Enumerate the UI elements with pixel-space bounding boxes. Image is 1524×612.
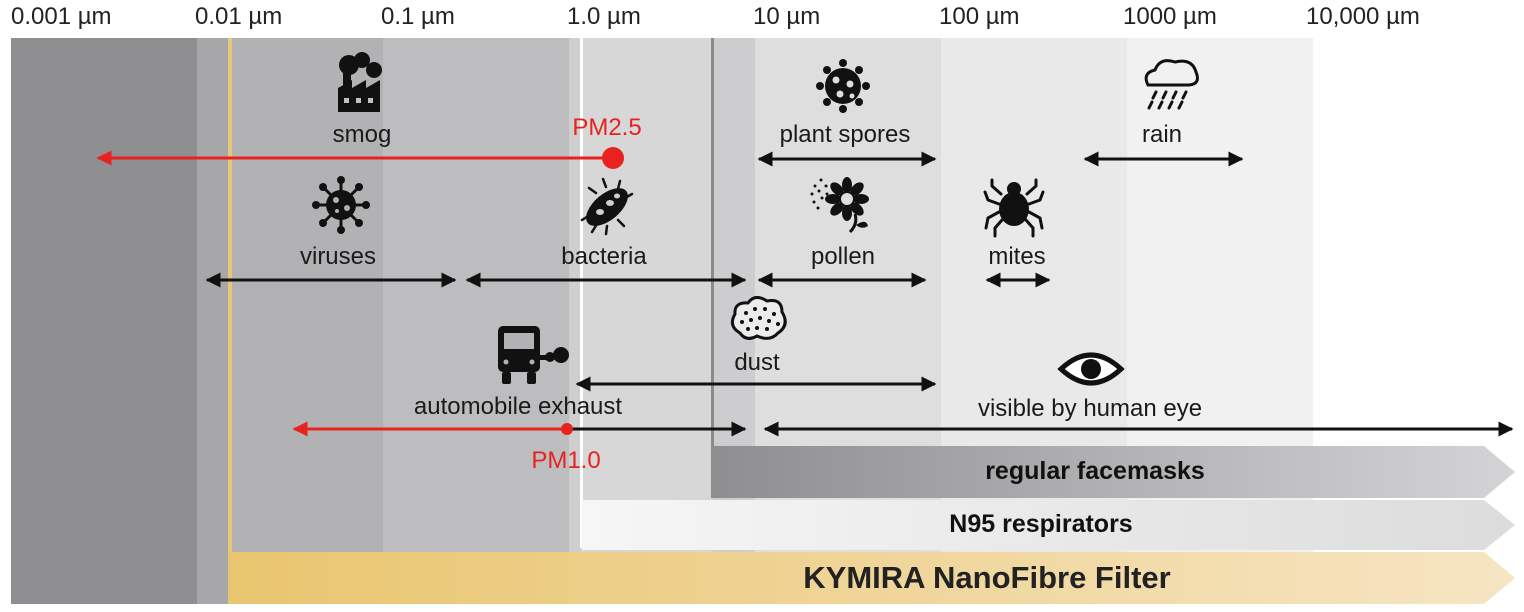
zone-01 [383, 38, 569, 604]
n95-band [582, 500, 1515, 550]
regular-facemasks-label: regular facemasks [985, 457, 1205, 485]
virus-icon [312, 176, 370, 234]
zone-0001 [11, 38, 197, 604]
kymira-limit-line [228, 38, 232, 604]
pm-markers [96, 147, 624, 437]
mites-label: mites [988, 243, 1046, 270]
truck-icon [498, 326, 569, 384]
bacteria-label: bacteria [561, 243, 647, 270]
scale-tick-1: 1.0 µm [567, 3, 641, 30]
automobile-exhaust-label: automobile exhaust [413, 393, 623, 420]
dust-icon [730, 296, 787, 340]
eye-icon [1057, 352, 1125, 386]
plant-spores-label: plant spores [779, 121, 911, 148]
bacteria-icon [580, 177, 634, 236]
scale-tick-001: 0.01 µm [195, 3, 283, 30]
spore-icon [816, 59, 870, 113]
factory-icon [338, 52, 382, 112]
smog-label: smog [332, 121, 392, 148]
dust-label: dust [734, 349, 780, 376]
scale-tick-0001: 0.001 µm [11, 3, 112, 30]
pm10-label: PM1.0 [531, 447, 601, 474]
scale-tick-10000: 10,000 µm [1306, 3, 1420, 30]
scale-tick-100: 100 µm [939, 3, 1020, 30]
scale-tick-10: 10 µm [753, 3, 821, 30]
viruses-label: viruses [299, 243, 377, 270]
scale-tick-1000: 1000 µm [1123, 3, 1217, 30]
rain-cloud-icon [1144, 59, 1199, 110]
pm25-label: PM2.5 [572, 114, 642, 141]
pollen-flower-icon [810, 177, 869, 234]
scale-tick-01: 0.1 µm [381, 3, 455, 30]
visible-by-human-eye-label: visible by human eye [977, 395, 1203, 422]
n95-limit-line [580, 38, 583, 548]
pollen-label: pollen [810, 243, 876, 270]
n95-respirators-label: N95 respirators [949, 510, 1133, 538]
kymira-band [229, 552, 1515, 604]
pm10-dot [561, 423, 573, 435]
regular-facemasks-band [711, 446, 1515, 498]
pm25-dot [602, 147, 624, 169]
size-ranges [205, 151, 1514, 437]
mite-icon [983, 178, 1045, 238]
facemask-limit-line [711, 38, 714, 498]
kymira-filter-label: KYMIRA NanoFibre Filter [803, 560, 1171, 595]
rain-label: rain [1141, 121, 1183, 148]
